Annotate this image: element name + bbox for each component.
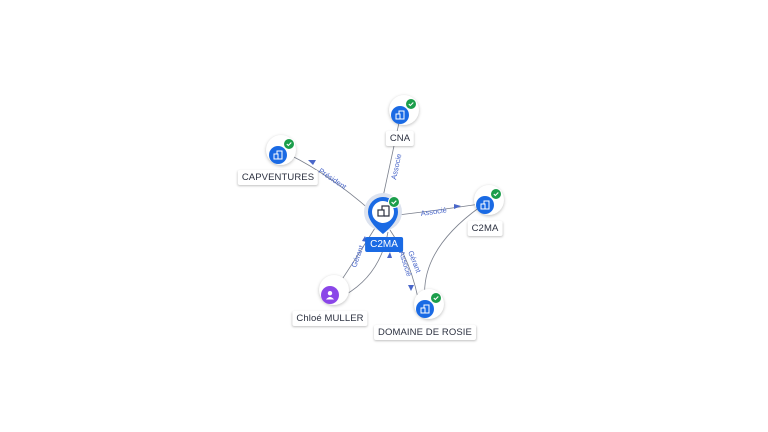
verified-check-icon [405,98,417,110]
node-capventures[interactable] [265,138,295,168]
center-node[interactable] [364,193,402,234]
edge-label-chloe: Gérant [349,243,366,268]
node-label-cna[interactable]: CNA [385,131,415,146]
verified-check-icon [283,138,295,150]
company-icon [416,300,434,318]
node-domaine[interactable] [412,292,442,322]
arrow-domaine-a [408,285,414,291]
node-label-c2ma-right[interactable]: C2MA [467,221,503,236]
company-icon [391,106,409,124]
edge-c2ma-right [397,203,481,216]
verified-check-icon [430,292,442,304]
arrow-capventures [308,160,316,165]
node-label-capventures[interactable]: CAPVENTURES [237,170,319,185]
verified-check-icon [388,196,400,208]
center-node-label[interactable]: C2MA [365,237,403,252]
edge-label-capventures: Président [317,166,349,192]
arrow-c2ma-right [454,204,461,209]
node-c2ma-right[interactable] [472,188,502,218]
person-icon [321,286,339,304]
node-label-chloe[interactable]: Chloé MULLER [292,311,368,326]
arrow-domaine-b [387,252,392,258]
company-icon [377,205,390,217]
edge-domaine-a [389,229,419,299]
edge-label-c2ma-right: Associé [420,205,447,218]
node-chloe[interactable] [317,282,343,308]
edge-capventures [289,154,371,211]
company-icon [476,196,494,214]
node-cna[interactable] [387,98,417,128]
company-icon [269,146,287,164]
node-label-domaine[interactable]: DOMAINE DE ROSIE [374,325,476,340]
verified-check-icon [490,188,502,200]
